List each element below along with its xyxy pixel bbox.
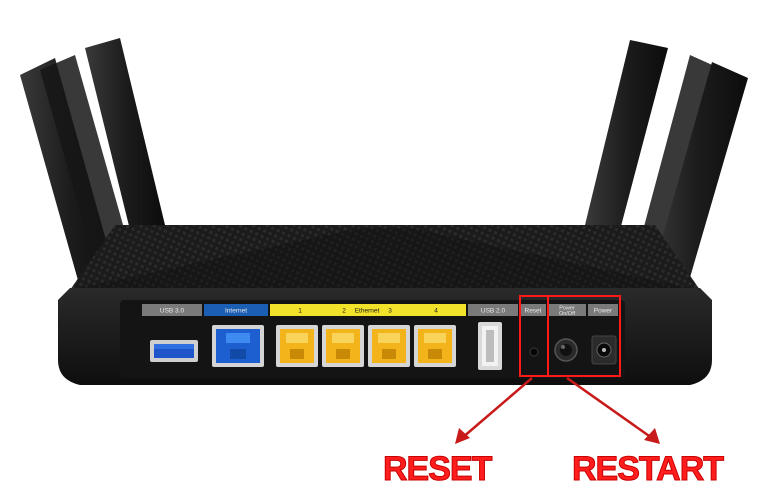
usb20-port bbox=[478, 322, 502, 370]
usb30-port bbox=[150, 340, 198, 362]
restart-arrow bbox=[566, 376, 660, 444]
restart-callout-text: RESTART bbox=[571, 450, 724, 489]
router-top-vent bbox=[70, 225, 700, 290]
antenna-left-inner bbox=[85, 38, 165, 230]
power-onoff-label-line1: Power bbox=[559, 306, 575, 312]
usb20-label: USB 2.0 bbox=[481, 308, 506, 315]
antenna-right-outer bbox=[647, 62, 748, 305]
reset-callout-text: RESET bbox=[382, 450, 492, 489]
ethernet-strip bbox=[270, 304, 466, 316]
ethernet-port-1-label: 1 bbox=[298, 308, 302, 315]
power-onoff-label-line2: On/Off bbox=[559, 311, 576, 317]
antenna-right-inner bbox=[585, 40, 668, 230]
ethernet-port-3-label: 3 bbox=[388, 308, 392, 315]
ethernet-port-2-label: 2 bbox=[342, 308, 346, 315]
internet-label: Internet bbox=[225, 308, 247, 315]
ethernet-ports bbox=[276, 325, 456, 367]
power-onoff-strip bbox=[548, 304, 586, 316]
power-onoff-button bbox=[554, 338, 578, 362]
usb20-strip bbox=[468, 304, 518, 316]
ethernet-port-4 bbox=[414, 325, 456, 367]
usb30-label: USB 3.0 bbox=[160, 308, 185, 315]
internet-strip bbox=[204, 304, 268, 316]
ethernet-port-4-label: 4 bbox=[434, 308, 438, 315]
ethernet-port-2 bbox=[322, 325, 364, 367]
ethernet-port-3 bbox=[368, 325, 410, 367]
ethernet-port-1 bbox=[276, 325, 318, 367]
power-highlight-box bbox=[547, 295, 621, 377]
internet-port bbox=[212, 325, 264, 367]
reset-pinhole bbox=[529, 347, 539, 357]
reset-label: Reset bbox=[525, 308, 542, 315]
power-label: Power bbox=[594, 308, 613, 315]
usb30-strip bbox=[142, 304, 202, 316]
power-strip bbox=[588, 304, 618, 316]
reset-arrow bbox=[455, 377, 533, 444]
power-jack bbox=[591, 335, 617, 365]
reset-strip bbox=[520, 304, 546, 316]
ethernet-title-label: Ethernet bbox=[355, 308, 380, 315]
